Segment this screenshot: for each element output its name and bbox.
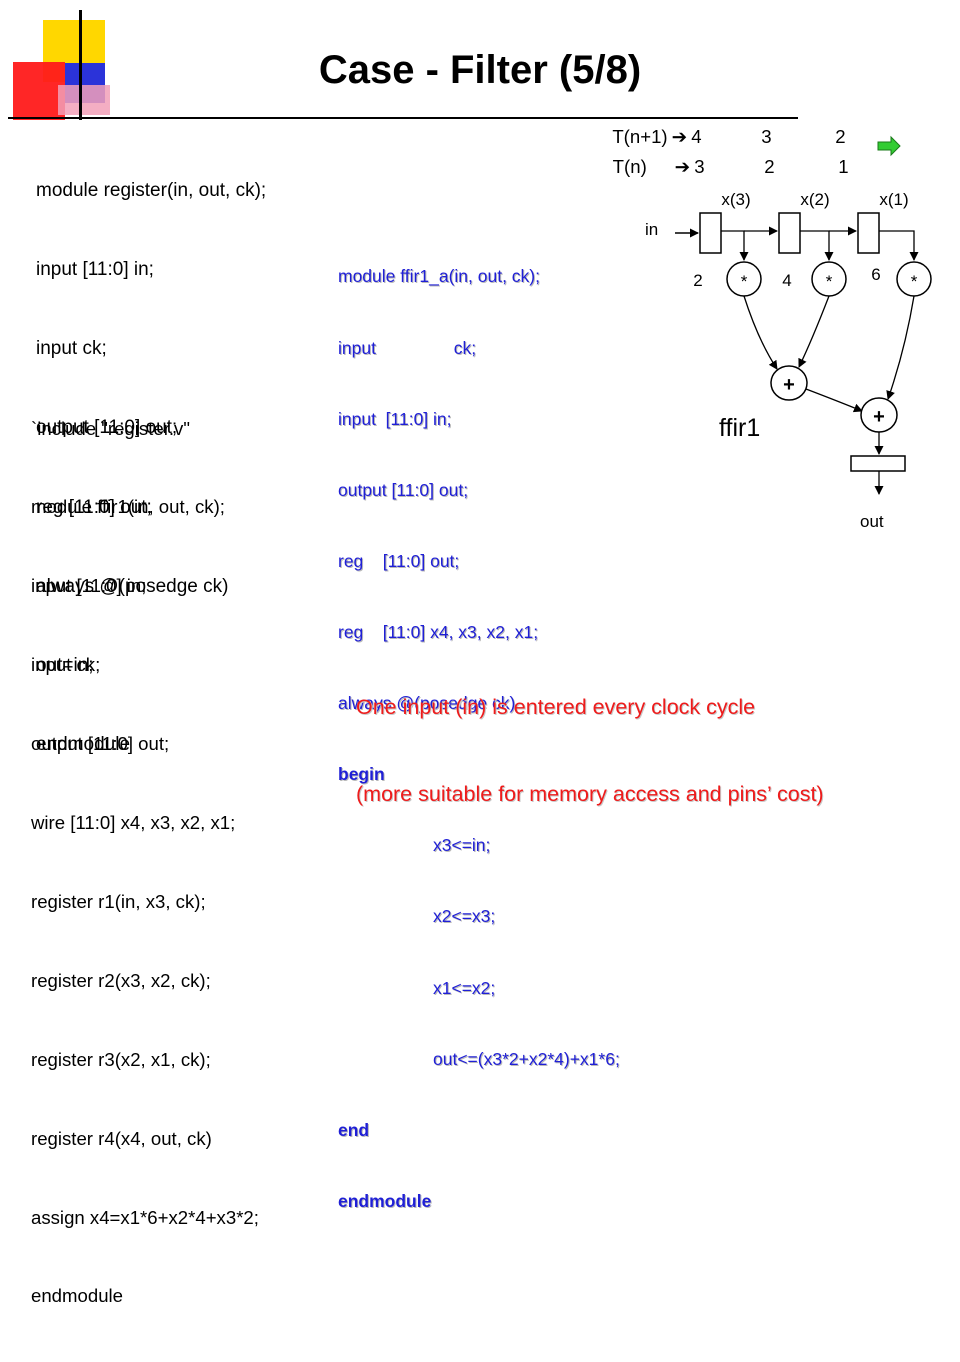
multiply-symbol: * — [741, 272, 748, 291]
coefficient-label: 4 — [782, 271, 791, 290]
reg-label-x2: x(2) — [800, 190, 829, 209]
fir-filter-diagram: x(3) x(2) x(1) in 2 4 6 * * * — [645, 135, 932, 531]
code-line: output [11:0] out; — [338, 479, 469, 500]
code-line: input [11:0] in; — [338, 408, 452, 429]
code-line: register r4(x4, out, ck) — [31, 1127, 212, 1149]
wire — [800, 230, 834, 261]
wire — [879, 230, 919, 261]
code-line: reg [11:0] x4, x3, x2, x1; — [338, 621, 539, 642]
code-line: out=in; — [36, 655, 94, 677]
timing-value: 2 — [835, 126, 846, 147]
reg-label-x3: x(3) — [721, 190, 750, 209]
code-line: assign x4=x1*6+x2*4+x3*2; — [31, 1206, 259, 1228]
code-line: module ffir1_a(in, out, ck); — [338, 266, 540, 287]
coefficient-label: 6 — [871, 265, 880, 284]
wire — [721, 230, 749, 261]
title-vertical-rule — [79, 10, 82, 120]
code-line: register r2(x3, x2, ck); — [31, 969, 211, 991]
register-module-code: module register(in, out, ck); input [11:… — [36, 125, 266, 812]
adder-symbol: + — [783, 374, 795, 396]
code-line: input [11:0] in; — [31, 575, 147, 597]
slide-title: Case - Filter (5/8) — [318, 48, 642, 92]
coefficient-label: 2 — [693, 271, 702, 290]
timing-value: 4 — [691, 126, 702, 147]
timing-value: 2 — [764, 156, 775, 177]
adder-node — [770, 365, 808, 401]
register-box — [857, 212, 880, 254]
code-line-endmodule: endmodule — [338, 1190, 432, 1211]
multiply-symbol: * — [826, 272, 833, 291]
register-box — [699, 212, 722, 254]
timing-label: T(n+1) — [612, 126, 668, 147]
timing-value: 3 — [761, 126, 772, 147]
register-box — [778, 212, 801, 254]
code-line: input ck; — [31, 654, 101, 676]
code-line: module ffir1(in, out, ck); — [31, 496, 225, 518]
code-line: wire [11:0] x4, x3, x2, x1; — [31, 812, 236, 834]
wire — [886, 295, 915, 400]
output-label: out — [860, 512, 884, 531]
code-line: `include "register.v" — [31, 417, 190, 439]
note-line: (more suitable for memory access and pin… — [356, 782, 824, 806]
wire — [805, 388, 863, 413]
code-line-end: end — [338, 1119, 370, 1140]
code-line: x2<=x3; — [433, 906, 496, 927]
logo-square-red — [13, 62, 65, 120]
output-register-box — [850, 455, 906, 472]
timing-label: T(n) — [612, 156, 647, 177]
code-line: endmodule — [31, 1285, 124, 1307]
code-line: out<=(x3*2+x2*4)+x1*6; — [433, 1048, 620, 1069]
timing-row-current: T(n) ➔3 2 1 — [592, 134, 849, 200]
slide: Case - Filter (5/8) module register(in, … — [8, 10, 932, 1306]
code-line: output [11:0] out; — [36, 417, 178, 439]
code-line: reg [11:0] out; — [36, 496, 152, 518]
wire — [798, 295, 830, 368]
right-arrow-icon: ➔ — [674, 156, 691, 177]
code-line: input ck; — [36, 338, 107, 360]
input-label: in — [645, 220, 658, 239]
timing-row-next: T(n+1)➔4 3 2 — [592, 104, 846, 170]
title-horizontal-rule — [8, 117, 798, 119]
green-arrow-icon — [877, 135, 901, 157]
code-line: input [11:0] in; — [36, 259, 154, 281]
code-line: register r1(in, x3, ck); — [31, 890, 206, 912]
module-label: ffir1 — [719, 414, 760, 442]
code-line: x1<=x2; — [433, 977, 496, 998]
code-line: reg [11:0] out; — [338, 550, 460, 571]
timing-value: 3 — [694, 156, 705, 177]
code-line: always @(posedge ck) — [338, 693, 516, 714]
code-line: module register(in, out, ck); — [36, 179, 267, 201]
code-line: always @(posedge ck) — [36, 575, 229, 597]
adder-symbol: + — [873, 406, 885, 428]
wire — [743, 295, 778, 370]
reg-label-x1: x(1) — [879, 190, 908, 209]
code-line: input ck; — [338, 337, 477, 358]
logo-square-pink — [58, 85, 110, 115]
code-line: register r3(x2, x1, ck); — [31, 1048, 211, 1070]
timing-value: 1 — [838, 156, 849, 177]
right-arrow-icon: ➔ — [671, 126, 688, 147]
code-line: output [11:0] out; — [31, 733, 170, 755]
note-text: One input (in) is entered every clock cy… — [356, 635, 824, 867]
note-line: One input (in) is entered every clock cy… — [356, 695, 756, 719]
multiply-symbol: * — [911, 272, 918, 291]
